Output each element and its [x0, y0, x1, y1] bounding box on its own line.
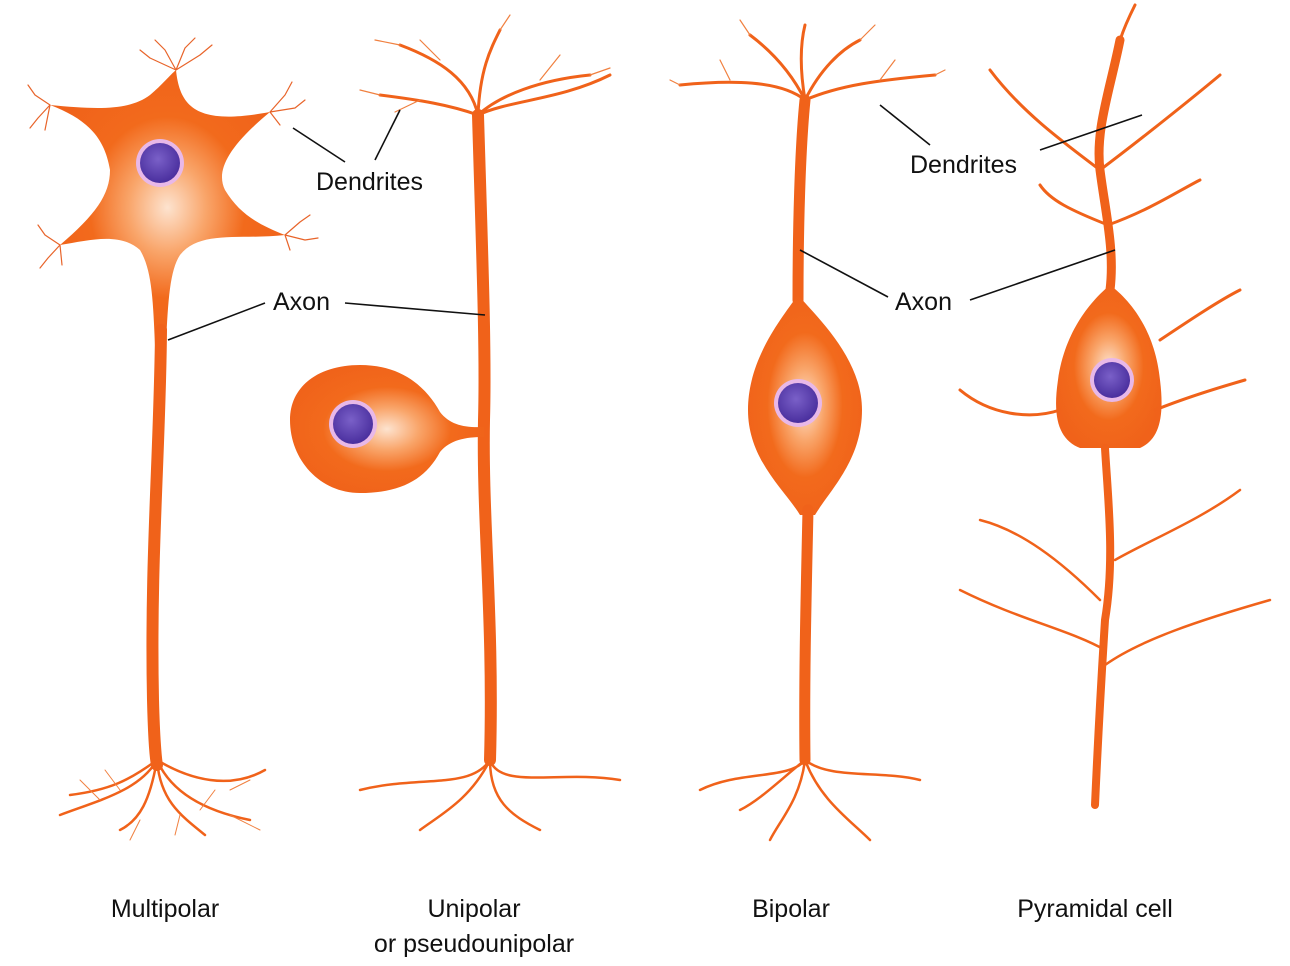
multipolar-nucleus — [140, 143, 180, 183]
bipolar-dendrite-trunk — [792, 94, 811, 306]
label-dendrites-left: Dendrites — [316, 168, 423, 196]
leader-dendrites-bipolar — [879, 104, 931, 146]
unipolar-process — [472, 109, 497, 766]
neuron-pyramidal — [958, 3, 1272, 809]
bipolar-dendrite-twigs — [669, 19, 946, 86]
leader-axon-pyramidal — [969, 249, 1116, 301]
label-axon-left: Axon — [273, 288, 330, 316]
bipolar-axon-terminals — [698, 758, 922, 842]
leader-dendrites-pyramidal — [1039, 114, 1143, 151]
leader-axon-bipolar — [799, 249, 889, 298]
neuron-bipolar — [669, 19, 946, 842]
pyramidal-axon — [1091, 444, 1115, 809]
unipolar-nucleus — [333, 404, 373, 444]
multipolar-dendrite-tufts — [27, 37, 319, 269]
neuron-unipolar — [290, 14, 622, 832]
pyramidal-basal-dendrites — [958, 288, 1247, 417]
bipolar-dendrites — [678, 23, 937, 102]
bipolar-nucleus — [778, 383, 818, 423]
multipolar-axon — [146, 324, 167, 771]
neuron-multipolar — [27, 37, 319, 841]
pyramidal-nucleus — [1094, 362, 1130, 398]
leader-axon-unipolar — [344, 302, 486, 316]
label-dendrites-right: Dendrites — [910, 151, 1017, 179]
multipolar-cell-body — [50, 70, 285, 345]
multipolar-terminal-twigs — [79, 769, 261, 841]
multipolar-axon-terminals — [58, 758, 267, 837]
label-axon-right: Axon — [895, 288, 952, 316]
caption-multipolar: Multipolar — [111, 895, 219, 923]
leader-dendrites-unipolar — [374, 109, 401, 161]
caption-unipolar-line1: Unipolar — [427, 895, 520, 923]
bipolar-axon — [799, 504, 814, 766]
caption-pyramidal: Pyramidal cell — [1017, 895, 1173, 923]
unipolar-dendrites — [378, 28, 612, 117]
caption-unipolar-line2: or pseudounipolar — [374, 930, 574, 958]
unipolar-dendrite-twigs — [359, 14, 611, 113]
leader-axon-multipolar — [167, 302, 266, 341]
pyramidal-axon-collaterals — [958, 488, 1272, 667]
unipolar-axon-terminals — [358, 758, 622, 832]
leader-dendrites-multipolar — [292, 127, 346, 163]
leader-lines — [167, 104, 1143, 341]
caption-bipolar: Bipolar — [752, 895, 830, 923]
unipolar-cell-body — [290, 365, 484, 493]
pyramidal-apical-branches — [988, 3, 1222, 227]
